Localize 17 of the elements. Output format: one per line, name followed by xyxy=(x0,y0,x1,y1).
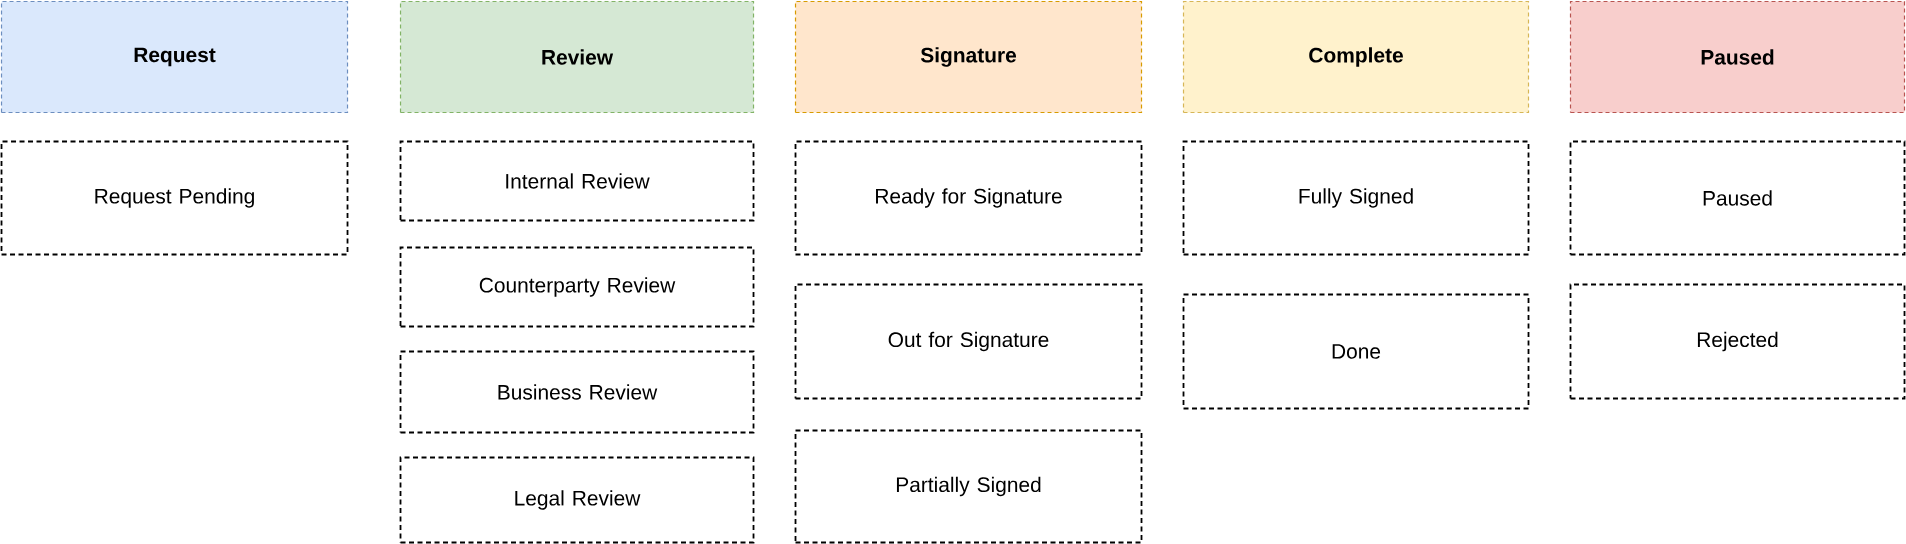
column-header: Review xyxy=(399,0,755,114)
status-box: Rejected xyxy=(1569,283,1906,400)
status-box: Legal Review xyxy=(399,456,755,544)
status-box: Fully Signed xyxy=(1182,140,1530,256)
status-box: Request Pending xyxy=(0,140,349,256)
column-header: Request xyxy=(0,0,349,114)
column-header: Signature xyxy=(794,0,1143,114)
status-box: Ready for Signature xyxy=(794,140,1143,256)
column-header: Complete xyxy=(1182,0,1530,114)
column-header: Paused xyxy=(1569,0,1906,114)
status-box: Paused xyxy=(1569,140,1906,256)
status-box: Counterparty Review xyxy=(399,246,755,328)
status-box: Done xyxy=(1182,293,1530,410)
status-box: Internal Review xyxy=(399,140,755,222)
status-box: Partially Signed xyxy=(794,429,1143,544)
status-box: Out for Signature xyxy=(794,283,1143,400)
status-box: Business Review xyxy=(399,350,755,434)
